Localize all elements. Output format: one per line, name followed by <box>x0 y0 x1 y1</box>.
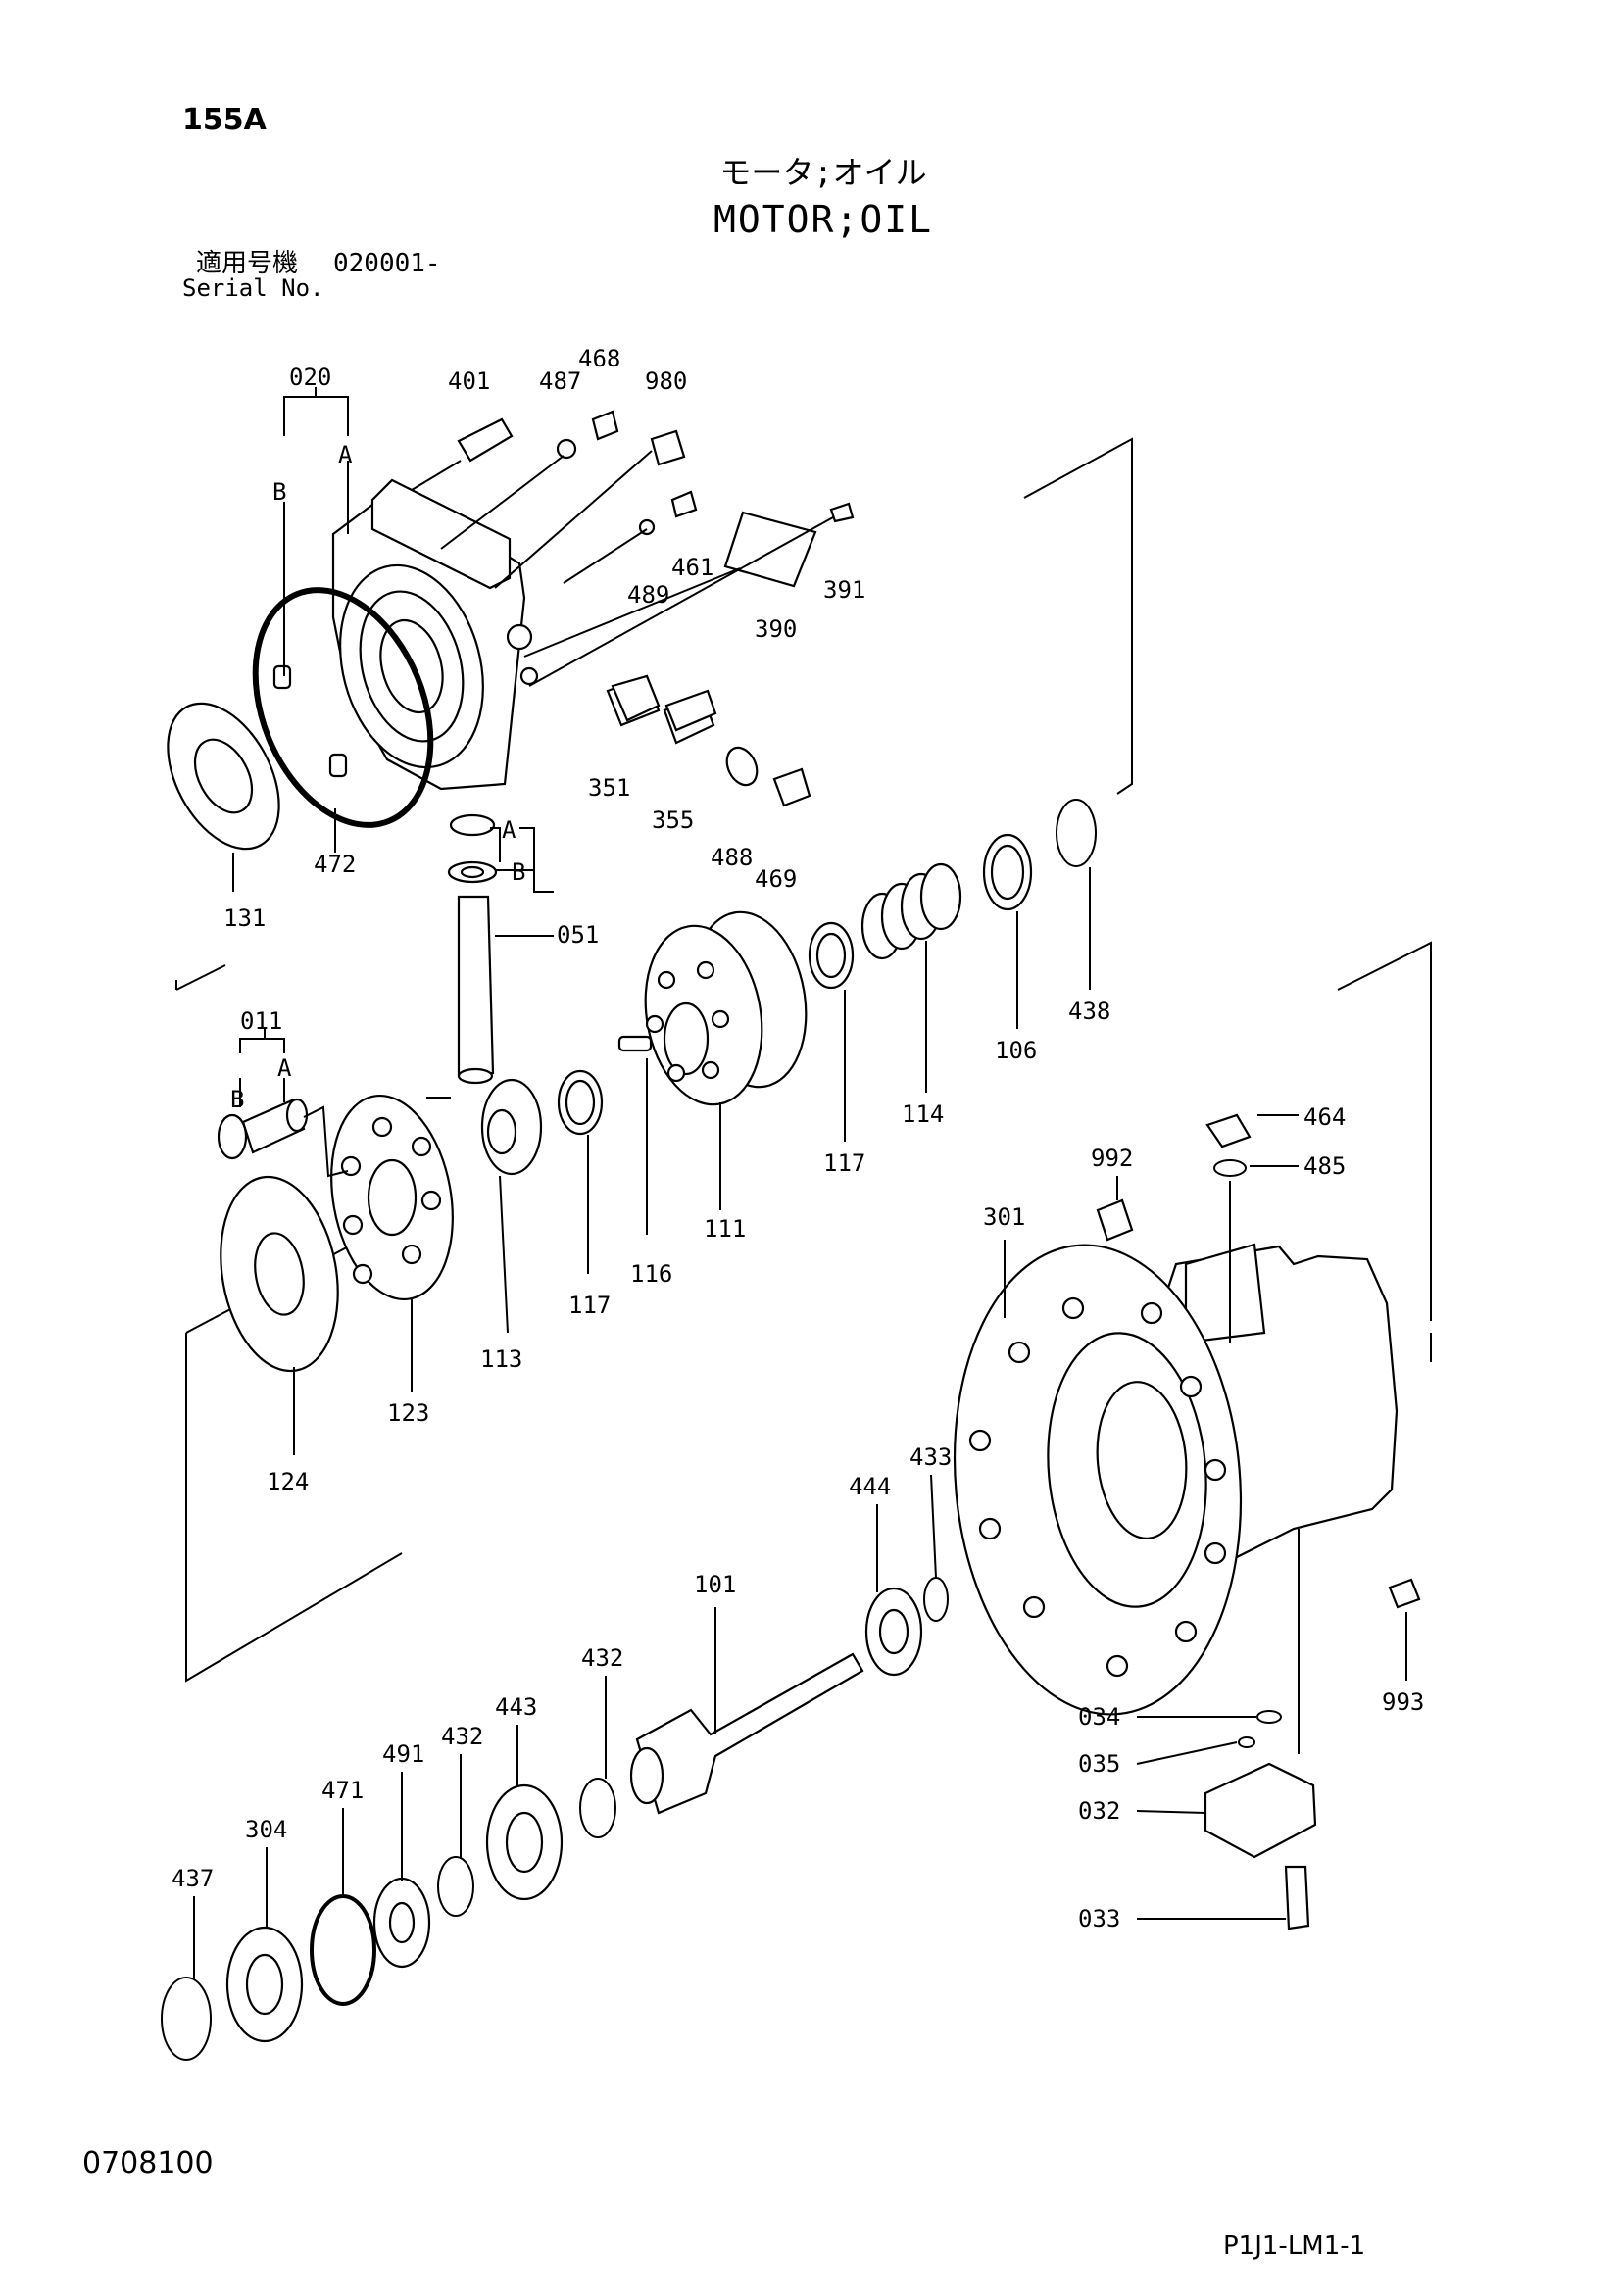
callout-461: 461 <box>671 554 713 581</box>
collar-491 <box>372 1877 431 1969</box>
plug-992 <box>1096 1198 1134 1242</box>
callout-468: 468 <box>578 345 620 372</box>
callout-438: 438 <box>1068 998 1110 1025</box>
o-ring-472 <box>252 587 434 828</box>
housing-301 <box>953 1243 1399 1716</box>
serial-number-value: 020001- <box>333 249 441 278</box>
plug-464 <box>1205 1113 1252 1148</box>
callout-113: 113 <box>480 1345 522 1373</box>
callout-432-lower: 432 <box>441 1723 483 1750</box>
bearing-443 <box>485 1783 564 1901</box>
callout-116: 116 <box>630 1260 672 1288</box>
callout-a-051: A <box>502 816 516 844</box>
callout-032: 032 <box>1078 1797 1120 1825</box>
callout-432-upper: 432 <box>581 1644 623 1672</box>
snap-ring-433 <box>923 1577 949 1622</box>
callout-b-011: B <box>230 1086 244 1113</box>
callout-390: 390 <box>755 615 797 643</box>
callout-443: 443 <box>495 1693 537 1721</box>
o-ring-034 <box>1256 1710 1282 1724</box>
callout-488: 488 <box>711 844 753 871</box>
callout-351: 351 <box>588 774 630 802</box>
title-japanese: モータ;オイル <box>719 154 927 191</box>
pin-116 <box>617 1035 653 1052</box>
callout-469: 469 <box>755 865 797 893</box>
callout-111: 111 <box>704 1215 746 1243</box>
callout-123: 123 <box>387 1399 429 1427</box>
shoe-plate-123 <box>330 1094 454 1301</box>
callout-033: 033 <box>1078 1905 1120 1932</box>
serial-label-english: Serial No. <box>182 274 324 302</box>
callout-485: 485 <box>1303 1152 1346 1180</box>
callout-401: 401 <box>448 367 490 395</box>
callout-117-lower: 117 <box>568 1292 611 1319</box>
callout-117-upper: 117 <box>823 1149 865 1177</box>
callout-106: 106 <box>995 1037 1037 1064</box>
callout-444: 444 <box>849 1473 891 1500</box>
callout-131: 131 <box>223 904 266 932</box>
callout-980: 980 <box>645 367 687 395</box>
callout-b-051: B <box>512 858 525 886</box>
callout-355: 355 <box>652 806 694 834</box>
title-english: MOTOR;OIL <box>713 198 933 241</box>
callout-011: 011 <box>240 1007 282 1035</box>
bearing-444 <box>864 1587 923 1677</box>
callout-114: 114 <box>902 1100 944 1128</box>
callout-992: 992 <box>1091 1145 1133 1172</box>
bolt-033 <box>1284 1865 1310 1930</box>
callout-472: 472 <box>314 851 356 878</box>
snap-ring-438 <box>1056 799 1097 867</box>
callout-391: 391 <box>823 576 865 604</box>
callout-034: 034 <box>1078 1703 1120 1731</box>
snap-ring-432-upper <box>579 1778 616 1838</box>
retainer-113 <box>480 1078 543 1176</box>
callout-leaders <box>193 387 1407 1979</box>
drive-shaft-101 <box>629 1652 864 1815</box>
page-number: 155A <box>182 103 267 137</box>
callout-301: 301 <box>983 1203 1025 1231</box>
callout-101: 101 <box>694 1571 736 1598</box>
snap-ring-437 <box>161 1977 212 2061</box>
callout-124: 124 <box>267 1468 309 1495</box>
callout-471: 471 <box>321 1777 364 1804</box>
plug-993 <box>1388 1578 1421 1609</box>
swash-plate-124 <box>220 1175 339 1373</box>
callout-464: 464 <box>1303 1103 1346 1131</box>
callout-487: 487 <box>539 367 581 395</box>
pin-b-lower <box>328 753 348 778</box>
callout-a-020: A <box>338 441 353 468</box>
piston-011 <box>217 1098 309 1160</box>
callout-491: 491 <box>382 1740 424 1768</box>
callout-993: 993 <box>1382 1688 1424 1716</box>
cylinder-block-111 <box>644 910 808 1106</box>
callout-020: 020 <box>289 364 331 391</box>
callout-433: 433 <box>909 1443 952 1471</box>
shaft-051 <box>447 813 498 1085</box>
serial-label-japanese: 適用号機 <box>196 249 299 278</box>
callout-437: 437 <box>172 1865 214 1892</box>
footer-right-code: P1J1-LM1-1 <box>1223 2231 1366 2261</box>
footer-left-code: 0708100 <box>82 2146 214 2180</box>
callout-304: 304 <box>245 1816 287 1843</box>
o-ring-471 <box>310 1894 376 2006</box>
callout-489: 489 <box>627 581 669 609</box>
callout-a-011: A <box>277 1054 292 1082</box>
snap-ring-432-lower <box>437 1856 474 1917</box>
o-ring-035 <box>1238 1736 1255 1748</box>
valve-parts-351-469 <box>611 674 717 732</box>
spring-114 <box>860 862 962 960</box>
o-ring-485 <box>1213 1159 1247 1177</box>
block-032 <box>1204 1762 1317 1859</box>
seal-304 <box>225 1926 304 2043</box>
callout-b-020: B <box>272 478 286 506</box>
valve-plate-131 <box>167 702 280 851</box>
pin-b-upper <box>272 664 292 690</box>
callout-035: 035 <box>1078 1750 1120 1778</box>
fitting-leader-lines <box>411 450 834 687</box>
callout-labels: 020 A B 401 487 468 980 461 489 390 391 … <box>172 345 1424 1932</box>
callout-051: 051 <box>557 921 599 949</box>
